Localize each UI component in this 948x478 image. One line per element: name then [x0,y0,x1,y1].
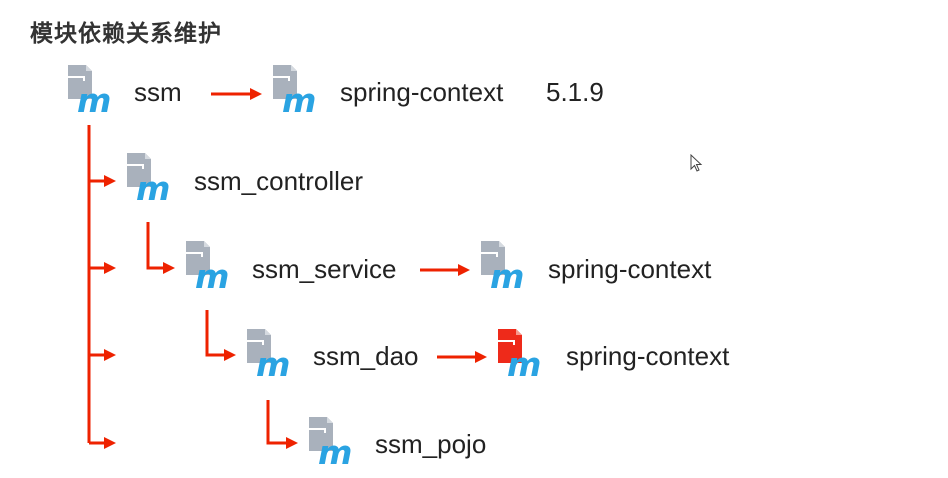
ssm-service-maven-icon [181,240,231,297]
arrowhead [104,262,116,274]
node-label-ssm-pojo: ssm_pojo [375,429,487,459]
node-label-ssm-controller: ssm_controller [194,166,364,196]
ssm-controller-maven-icon [122,152,172,209]
node-label-ssm-dao: ssm_dao [313,341,419,371]
arrowhead [458,264,470,276]
arrow-controller-to-service [146,222,165,270]
node-label-ssm-service: ssm_service [252,254,397,284]
arrowhead [104,437,116,449]
arrowhead [286,437,298,449]
dependency-version: 5.1.9 [546,77,604,107]
spring-context-maven-icon [268,64,318,121]
node-label-ssm: ssm [134,77,182,107]
arrow-dao-to-pojo [266,400,288,445]
mouse-cursor-icon [690,154,703,172]
dependency-label-spring-context: spring-context [340,77,504,107]
arrowhead [163,262,175,274]
ssm-service-spring-context-maven-icon [476,240,526,297]
ssm-dao-spring-context-maven-icon-red [493,328,543,385]
arrowhead [475,351,487,363]
ssm-maven-icon [63,64,113,121]
arrowhead [104,349,116,361]
arrowhead [224,349,236,361]
ssm-dao-maven-icon [242,328,292,385]
dependency-label-spring-context: spring-context [548,254,712,284]
arrow-service-to-dao [205,310,226,357]
diagram-title: 模块依赖关系维护 [30,21,222,47]
dependency-label-spring-context: spring-context [566,341,730,371]
arrowhead [104,175,116,187]
ssm-pojo-maven-icon [304,416,354,473]
arrowhead [250,88,262,100]
